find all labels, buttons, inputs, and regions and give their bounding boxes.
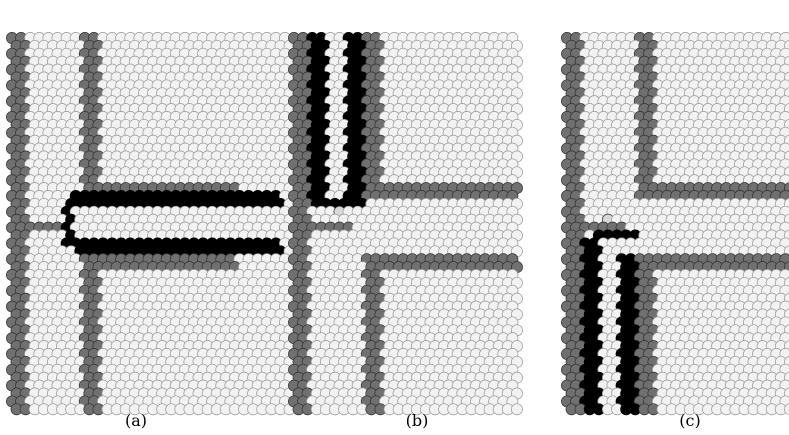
panel-a <box>6 32 296 416</box>
panel-label-a: (a) <box>125 411 147 430</box>
panel-label-b: (b) <box>406 411 429 430</box>
lattice-cell <box>511 403 523 416</box>
panel-c <box>561 32 789 416</box>
panel-label-c: (c) <box>679 411 700 430</box>
panel-b <box>288 32 523 416</box>
